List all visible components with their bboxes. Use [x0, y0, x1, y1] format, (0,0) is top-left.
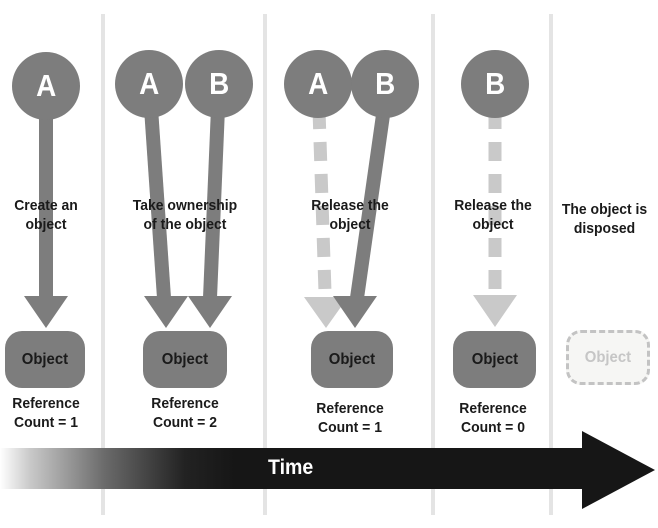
- retain-arrow-p2-a: [144, 107, 188, 328]
- actor-circle-b: B: [461, 50, 529, 118]
- panel-caption: Release the object: [454, 197, 532, 233]
- object-box: Object: [453, 331, 536, 388]
- retain-arrow-p2-b: [188, 107, 232, 328]
- actor-circle-a: A: [284, 50, 352, 118]
- object-box: Object: [5, 331, 85, 388]
- panel-divider: [549, 14, 553, 515]
- object-box-disposed: Object: [566, 330, 650, 385]
- panel-caption: Take ownership of the object: [132, 197, 238, 233]
- panel-caption: Release the object: [311, 197, 389, 233]
- object-box: Object: [143, 331, 227, 388]
- actor-circle-a: A: [115, 50, 183, 118]
- reference-count-label: Reference Count = 1: [12, 395, 80, 431]
- panel-divider: [431, 14, 435, 515]
- reference-count-label: Reference Count = 1: [316, 400, 384, 436]
- reference-count-label: Reference Count = 0: [459, 400, 527, 436]
- object-box: Object: [311, 331, 393, 388]
- retain-arrow-p1-a: [24, 108, 68, 328]
- reference-count-label: Reference Count = 2: [151, 395, 219, 431]
- retain-arrow-p3-b: [333, 107, 391, 328]
- panel-caption: The object is disposed: [561, 201, 648, 237]
- actor-circle-b: B: [351, 50, 419, 118]
- time-axis-bar: [0, 448, 582, 489]
- actor-circle-a: A: [12, 52, 80, 120]
- panel-divider: [263, 14, 267, 515]
- panel-divider: [101, 14, 105, 515]
- time-axis-label: Time: [268, 456, 314, 479]
- actor-circle-b: B: [185, 50, 253, 118]
- panel-caption: Create an object: [14, 197, 78, 233]
- time-axis-arrowhead: [582, 431, 655, 509]
- release-arrow-p4-b: [473, 110, 517, 327]
- release-arrow-p3-a: [304, 109, 348, 328]
